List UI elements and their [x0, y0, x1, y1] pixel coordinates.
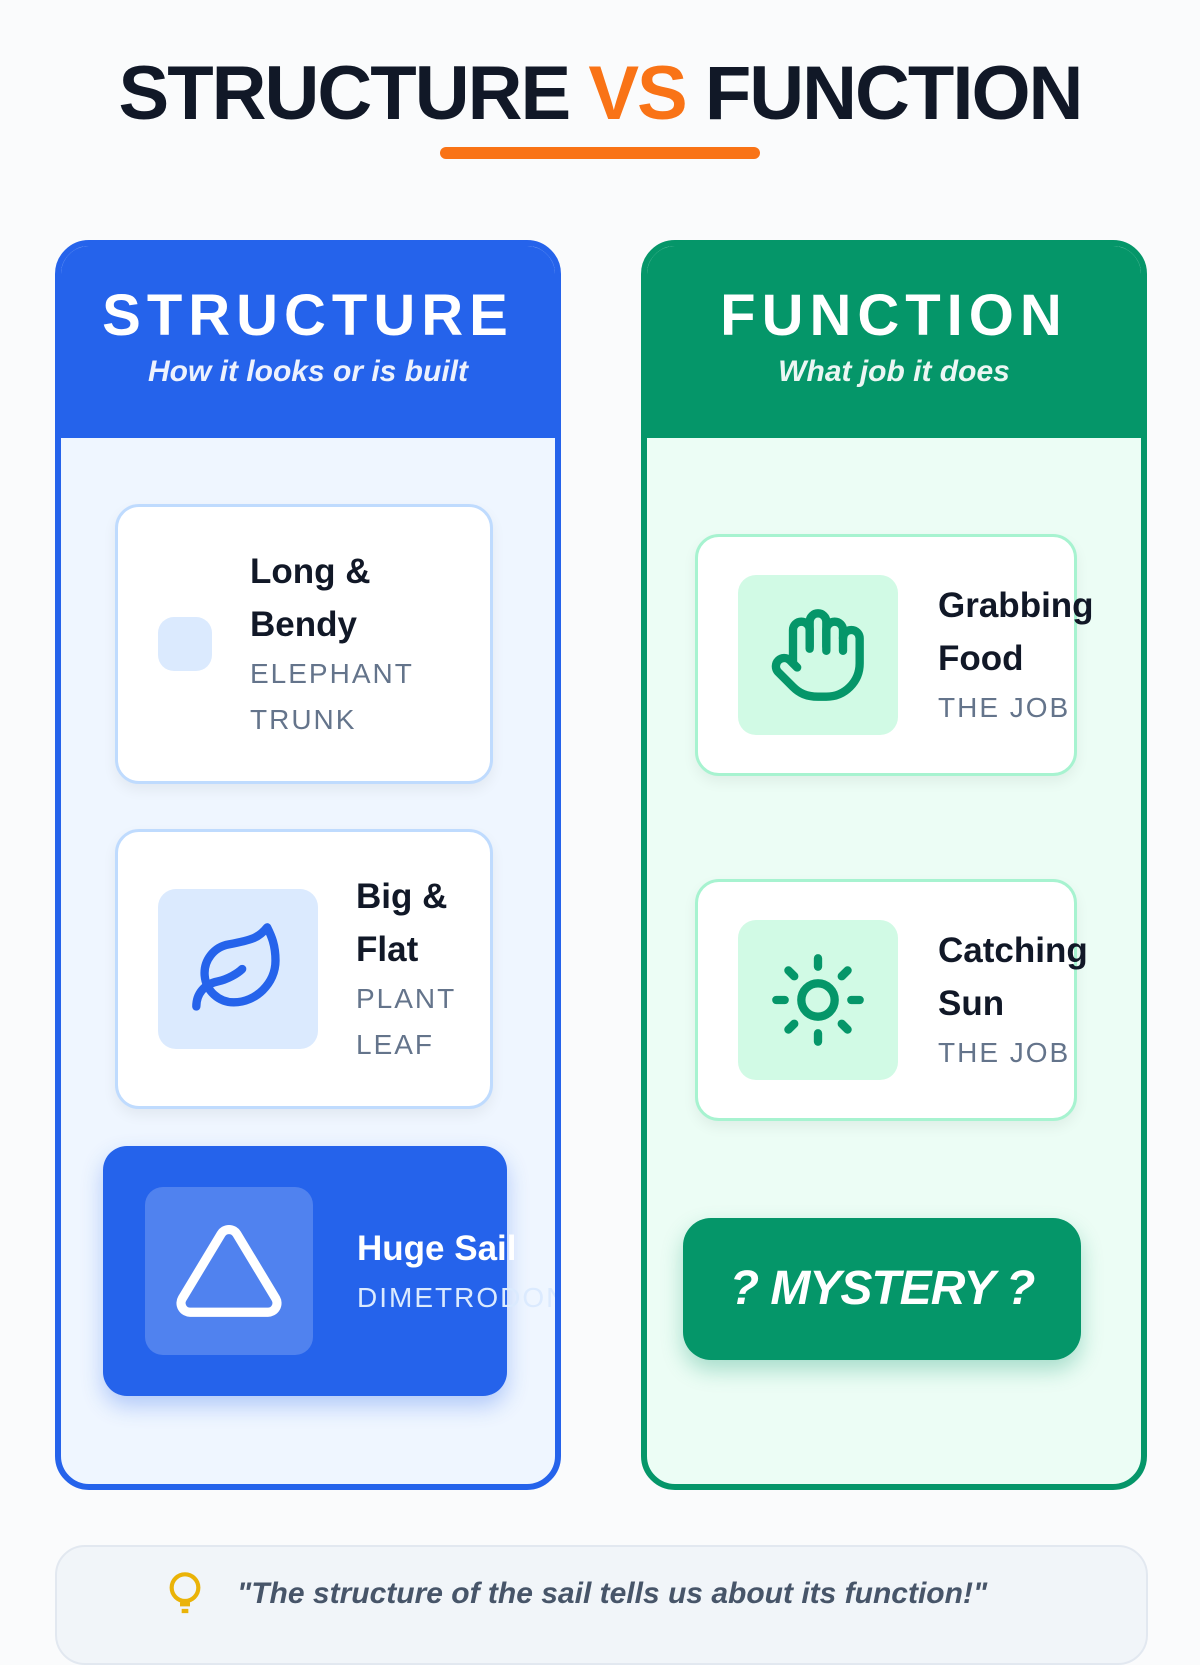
- card-label: THE JOB: [938, 1037, 1071, 1068]
- card-label: DIMETRODON: [357, 1281, 561, 1313]
- structure-heading: STRUCTURE: [102, 283, 514, 348]
- leaf-icon: [158, 889, 318, 1049]
- sun-icon: [738, 920, 898, 1080]
- triangle-icon: [145, 1187, 313, 1355]
- hand-icon: [738, 575, 898, 735]
- structure-panel: STRUCTURE How it looks or is built Long …: [55, 240, 561, 1490]
- function-subtitle: What job it does: [778, 355, 1010, 388]
- title-function: FUNCTION: [704, 51, 1084, 136]
- page-title: STRUCTURE VS FUNCTION: [0, 50, 1200, 137]
- title-underline: [440, 147, 760, 159]
- quote-text: "The structure of the sail tells us abou…: [237, 1577, 988, 1610]
- title-structure: STRUCTURE: [118, 51, 572, 136]
- card-label: PLANT LEAF: [356, 983, 456, 1060]
- card-title: Huge Sail: [357, 1228, 517, 1268]
- card-label: THE JOB: [938, 692, 1071, 723]
- lightbulb-icon: [169, 1572, 201, 1614]
- card-title: Long & Bendy: [250, 552, 371, 644]
- structure-header: STRUCTURE How it looks or is built: [61, 246, 555, 438]
- function-heading: FUNCTION: [720, 283, 1068, 348]
- title-vs: VS: [588, 51, 687, 136]
- mystery-button[interactable]: ? MYSTERY ?: [683, 1218, 1081, 1360]
- card-label: ELEPHANT TRUNK: [250, 658, 414, 735]
- quote-box: "The structure of the sail tells us abou…: [55, 1545, 1148, 1665]
- card-title: Grabbing Food: [938, 586, 1094, 678]
- structure-subtitle: How it looks or is built: [147, 355, 468, 388]
- card-title: Big & Flat: [356, 877, 448, 969]
- blank-icon: [158, 617, 212, 671]
- card-title: Catching Sun: [938, 931, 1088, 1023]
- function-header: FUNCTION What job it does: [647, 246, 1141, 438]
